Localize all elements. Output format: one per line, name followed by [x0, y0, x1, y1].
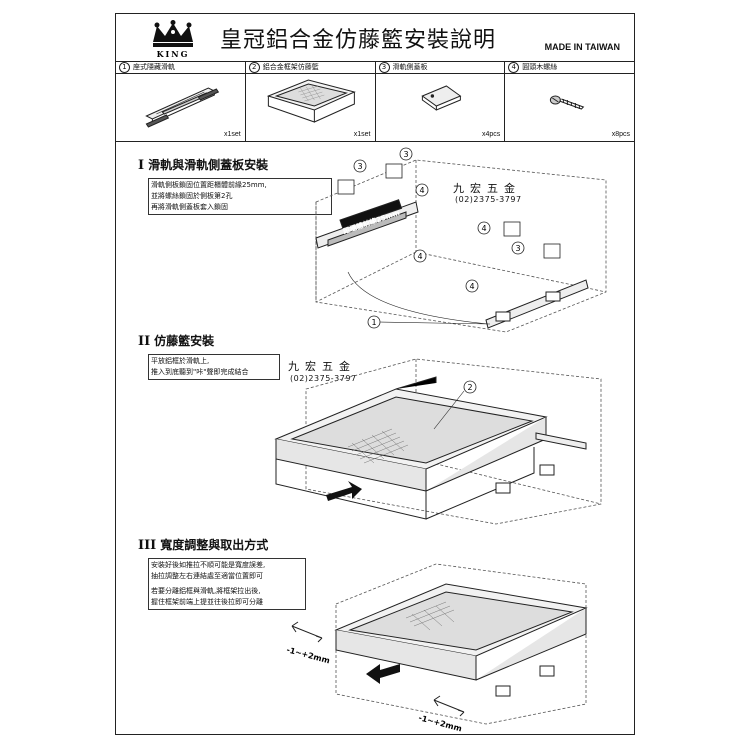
part-number: 4 — [508, 61, 520, 73]
svg-text:4: 4 — [419, 186, 424, 195]
part-number: 3 — [378, 61, 390, 73]
section-1-diagram: 距櫃體前緣25mm 3 4 3 4 4 3 4 1 — [315, 147, 607, 333]
section-3-diagram: -1~+2mm -1~+2mm — [285, 563, 588, 733]
header: KING 皇冠鋁合金仿藤籃安裝說明 MADE IN TAIWAN — [116, 14, 634, 62]
svg-text:3: 3 — [357, 162, 362, 171]
section-2-note: 平放鋁框於滑軌上, 推入到底聽到"咔"聲即完成結合 — [148, 354, 280, 380]
made-in-label: MADE IN TAIWAN — [544, 42, 620, 52]
vendor-phone: (02)2375-3797 — [290, 374, 357, 383]
vendor-name: 九宏五金 — [453, 182, 521, 195]
part-quantity: x1set — [224, 131, 241, 138]
part-name: 圓頭木螺絲 — [522, 63, 558, 71]
section-3-note: 安裝好後如推拉不順可能是寬度誤差, 抽拉調整左右連結處至適當位置即可 若要分離鋁… — [148, 558, 306, 610]
part-name: 滑軌側蓋板 — [392, 63, 428, 71]
part-quantity: x4pcs — [481, 131, 501, 138]
page-title: 皇冠鋁合金仿藤籃安裝說明 — [220, 28, 497, 53]
push-arrow-icon — [326, 481, 362, 501]
part-name: 座式隱藏滑軌 — [133, 63, 175, 71]
svg-text:1: 1 — [371, 318, 376, 327]
part-number: 1 — [119, 61, 130, 73]
part-number: 2 — [248, 61, 260, 73]
adjust-arrow-icon — [433, 695, 465, 717]
section-1-note: 滑軌側板鎖固位置距櫃體前緣25mm, 並將螺絲鎖固於側板第2孔 再將滑軌側蓋板套… — [148, 178, 332, 215]
svg-text:2: 2 — [467, 383, 472, 392]
svg-text:4: 4 — [417, 252, 422, 261]
part-name: 鋁合金框架仿藤籃 — [262, 63, 319, 71]
svg-text:3: 3 — [403, 150, 408, 159]
part-quantity: x8pcs — [611, 131, 630, 138]
section-2-diagram: 2 — [274, 358, 602, 525]
svg-text:KING: KING — [157, 49, 190, 59]
hidden-slide-rail-icon — [145, 87, 220, 128]
pull-arrow-icon — [366, 664, 400, 684]
vendor-name: 九宏五金 — [288, 360, 356, 373]
part-quantity: x1set — [353, 131, 371, 138]
adjust-arrow-icon — [291, 621, 323, 643]
svg-text:3: 3 — [515, 244, 520, 253]
vendor-phone: (02)2375-3797 — [455, 195, 522, 204]
crown-logo-icon: KING — [153, 20, 193, 59]
svg-text:4: 4 — [481, 224, 486, 233]
adjust-left-label: -1~+2mm — [285, 645, 330, 665]
rail-side-cover-icon — [420, 85, 461, 111]
svg-text:4: 4 — [469, 282, 474, 291]
adjust-right-label: -1~+2mm — [417, 713, 462, 733]
wood-screw-icon — [550, 95, 585, 110]
rattan-basket-icon — [266, 79, 356, 123]
